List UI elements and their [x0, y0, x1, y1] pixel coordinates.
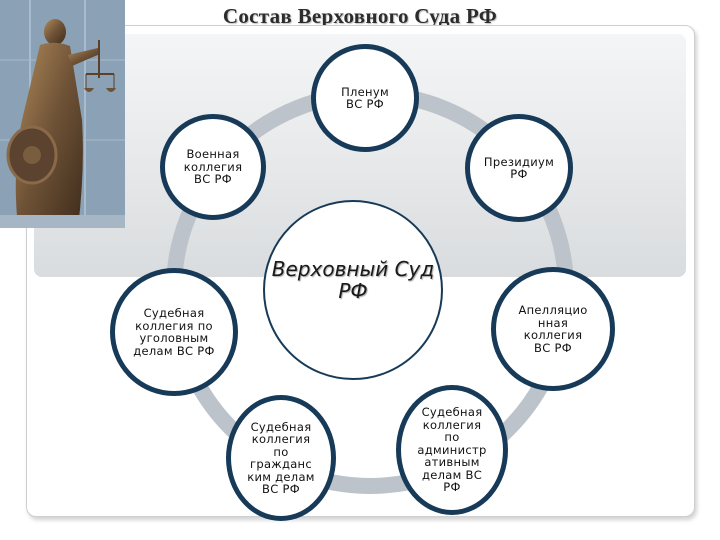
node-civil: Судебная коллегия по гражданс ким делам …: [226, 395, 336, 521]
themis-statue-image: [0, 0, 125, 228]
node-plenum-label: Пленум ВС РФ: [341, 84, 389, 111]
slide-title: Состав Верховного Суда РФ: [222, 4, 498, 28]
node-military-label: Военная коллегия ВС РФ: [183, 147, 243, 187]
node-criminal-label: Судебная коллегия по уголовным делам ВС …: [133, 306, 215, 358]
node-presidium-label: Президиум РФ: [483, 154, 555, 181]
center-circle: [263, 200, 443, 380]
node-appeal-label: Апелляцио нная коллегия ВС РФ: [518, 303, 588, 355]
node-administrative: Судебная коллегия по администр ативным д…: [396, 385, 508, 515]
node-plenum: Пленум ВС РФ: [311, 44, 419, 152]
center-label: Верховный Суд РФ: [271, 257, 435, 303]
node-appeal: Апелляцио нная коллегия ВС РФ: [491, 267, 615, 391]
node-military: Военная коллегия ВС РФ: [160, 114, 266, 220]
node-presidium: Президиум РФ: [465, 114, 573, 222]
node-administrative-label: Судебная коллегия по администр ативным д…: [417, 405, 487, 495]
node-criminal: Судебная коллегия по уголовным делам ВС …: [110, 268, 238, 396]
node-civil-label: Судебная коллегия по гражданс ким делам …: [247, 419, 315, 496]
